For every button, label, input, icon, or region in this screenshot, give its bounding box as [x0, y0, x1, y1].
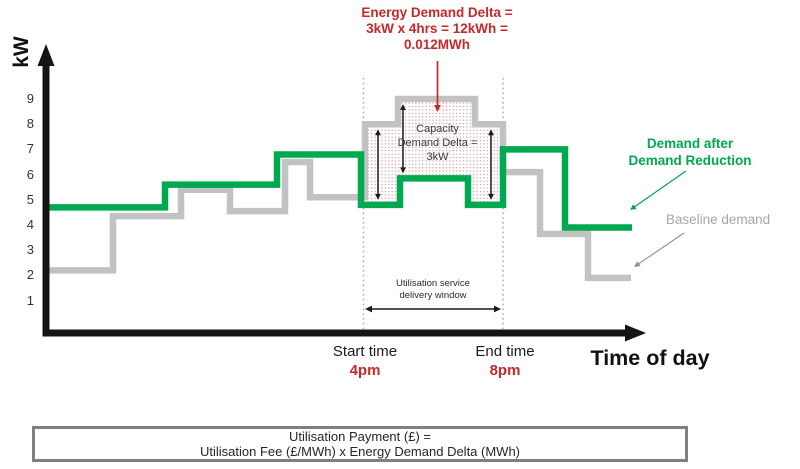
annotation-line: 0.012MWh [403, 37, 471, 52]
formula-line: Utilisation Payment (£) = [289, 428, 431, 444]
y-tick-label: 1 [26, 292, 34, 308]
y-tick-label: 5 [26, 191, 34, 207]
end-time-label: End time [475, 343, 535, 360]
y-tick-label: 7 [26, 141, 34, 157]
annotation-line: 3kW x 4hrs = 12kWh = [366, 21, 508, 36]
end-time-value: 8pm [489, 362, 521, 379]
demand-after-reduction-legend: Demand after Demand Reduction [610, 136, 770, 169]
formula-line: Utilisation Fee (£/MWh) x Energy Demand … [199, 444, 521, 459]
start-time-label: Start time [332, 343, 398, 360]
y-tick-label: 4 [26, 217, 34, 232]
utilisation-window-annotation: Utilisation service delivery window [363, 278, 503, 302]
annotation-line: Utilisation service [396, 278, 470, 289]
y-tick-label: 2 [26, 267, 34, 283]
annotation-line: Energy Demand Delta = [361, 5, 513, 20]
baseline-demand-legend: Baseline demand [665, 212, 771, 227]
y-tick-label: 6 [26, 166, 34, 182]
legend-line: Demand after [646, 136, 734, 151]
x-axis-label: Time of day [590, 346, 710, 370]
utilisation-payment-formula-box: Utilisation Payment (£) = Utilisation Fe… [32, 426, 688, 462]
annotation-line: 3kW [426, 151, 449, 163]
y-tick-label: 9 [26, 91, 34, 106]
y-axis-ticks: 9 8 7 6 5 4 3 2 1 [4, 0, 34, 340]
capacity-demand-delta-annotation: Capacity Demand Delta = 3kW [377, 122, 498, 164]
y-tick-label: 8 [26, 116, 34, 132]
legend-line: Demand Reduction [628, 152, 752, 168]
energy-demand-delta-annotation: Energy Demand Delta = 3kW x 4hrs = 12kWh… [337, 5, 537, 53]
y-tick-label: 3 [26, 242, 34, 258]
annotation-line: Demand Delta = [397, 137, 478, 149]
annotation-line: delivery window [399, 290, 467, 301]
start-time-value: 4pm [349, 362, 381, 379]
annotation-line: Capacity [416, 123, 459, 135]
